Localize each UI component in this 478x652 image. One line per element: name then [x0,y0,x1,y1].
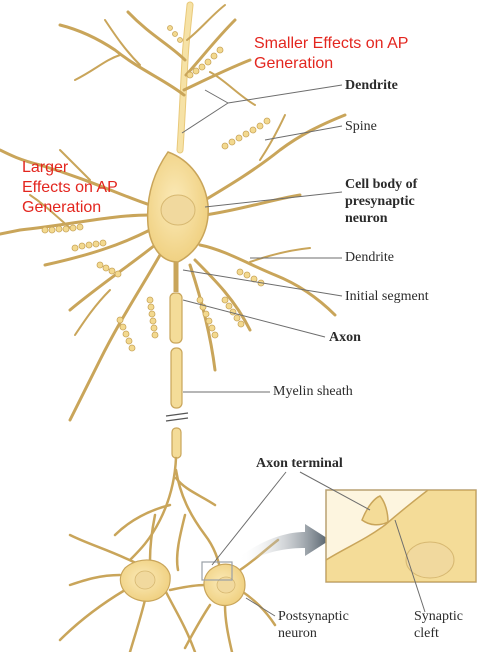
zoom-arrow [238,524,330,566]
label-axon: Axon [329,329,361,346]
label-synaptic-cleft-line-2: cleft [414,625,463,642]
postsynaptic-neuron-right [170,540,278,652]
nucleus [161,195,195,225]
postsynaptic-neuron-left [60,515,195,652]
label-axon-terminal: Axon terminal [256,455,343,472]
label-cell-body-line-3: neuron [345,210,417,227]
label-postsynaptic-line-1: Postsynaptic [278,608,349,625]
axon-terminal-branches [115,458,220,570]
larger-effects-line-3: Generation [22,198,118,218]
synapse-inset [326,490,476,582]
label-cell-body-line-2: presynaptic [345,193,417,210]
label-initial-segment: Initial segment [345,288,429,305]
label-myelin-sheath: Myelin sheath [273,383,353,400]
axon [166,262,188,458]
label-cell-body-line-1: Cell body of [345,176,417,193]
label-postsynaptic-line-2: neuron [278,625,349,642]
smaller-effects-annotation: Smaller Effects on AP Generation [254,34,408,74]
label-postsynaptic-neuron: Postsynaptic neuron [278,608,349,642]
smaller-effects-line-1: Smaller Effects on AP [254,34,408,54]
smaller-effects-line-2: Generation [254,54,408,74]
label-synaptic-cleft: Synaptic cleft [414,608,463,642]
label-spine: Spine [345,118,377,135]
larger-effects-line-2: Effects on AP [22,178,118,198]
larger-effects-line-1: Larger [22,158,118,178]
label-synaptic-cleft-line-1: Synaptic [414,608,463,625]
label-cell-body: Cell body of presynaptic neuron [345,176,417,227]
larger-effects-annotation: Larger Effects on AP Generation [22,158,118,218]
label-dendrite-top: Dendrite [345,77,398,94]
label-dendrite-mid: Dendrite [345,249,394,266]
